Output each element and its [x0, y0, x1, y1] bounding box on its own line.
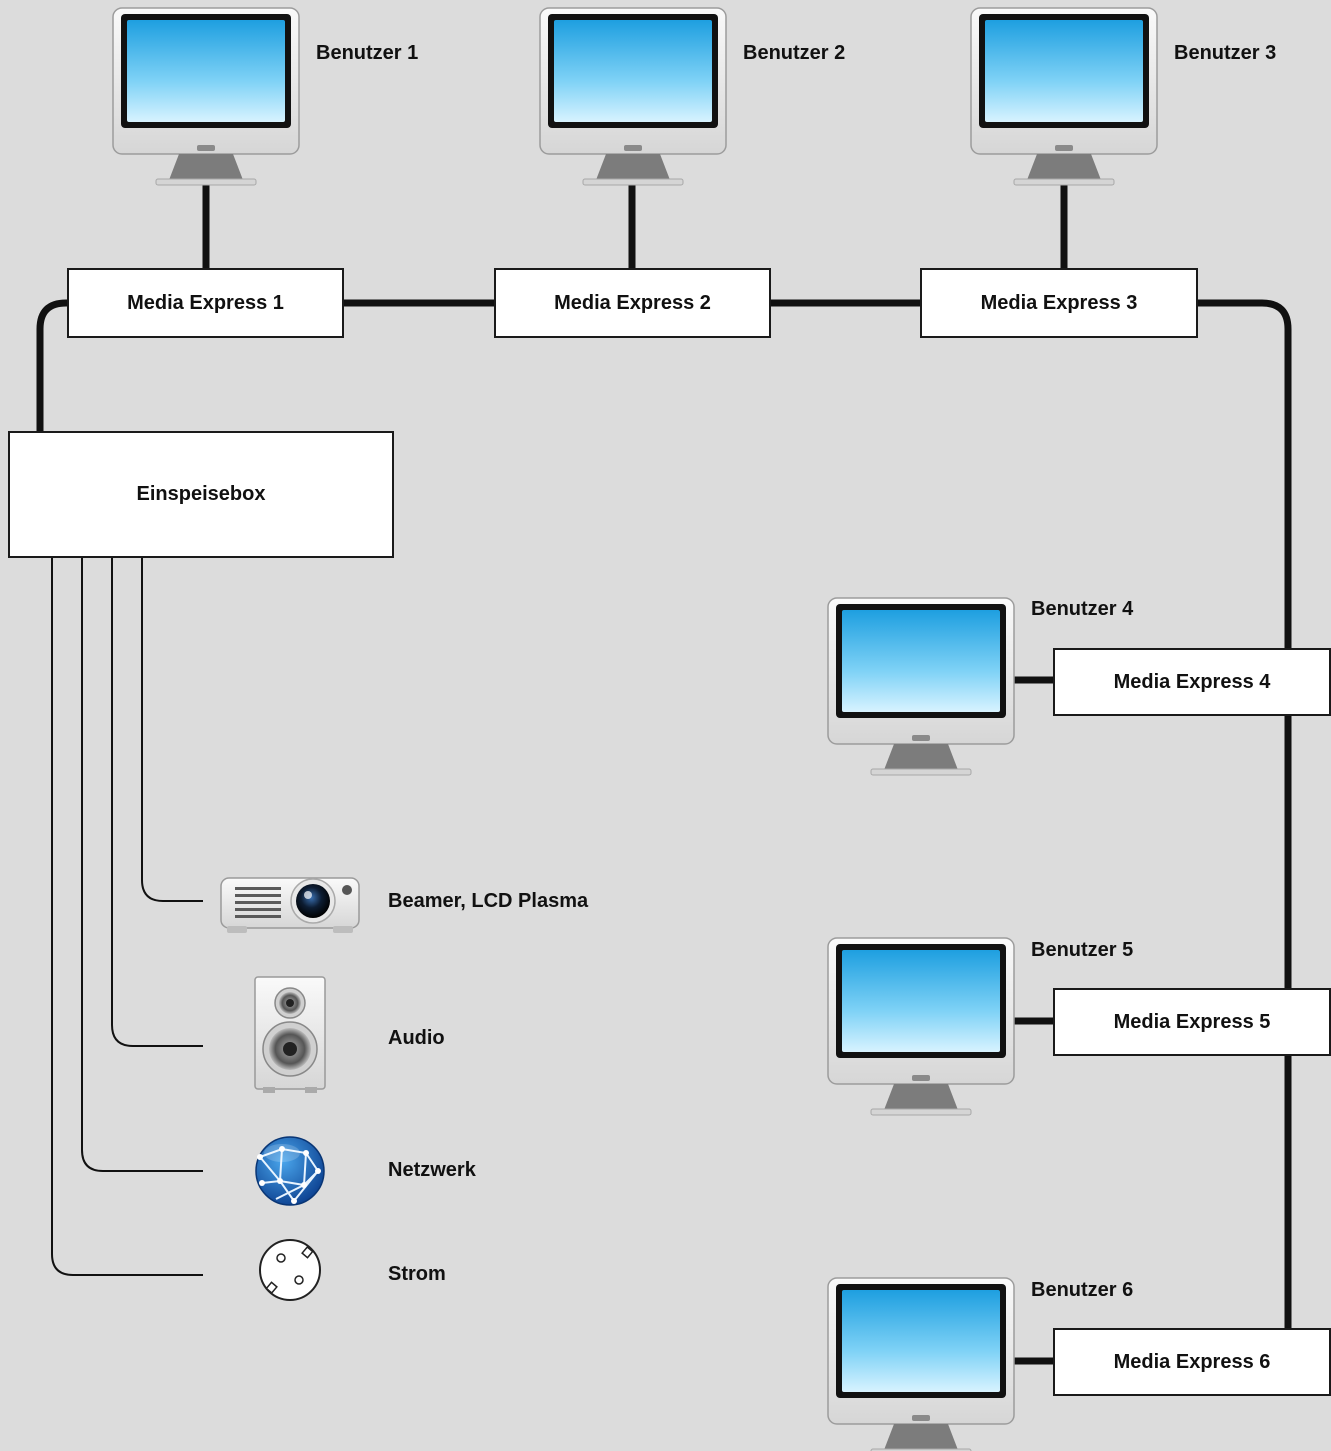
- power-socket-icon: [259, 1239, 321, 1301]
- user-2-label: Benutzer 2: [743, 42, 846, 64]
- link-me3-ring: [1197, 299, 1292, 668]
- media-express-2-label: Media Express 2: [554, 291, 711, 314]
- media-express-6-label: Media Express 6: [1113, 1350, 1271, 1373]
- user-5-label: Benutzer 5: [1031, 939, 1134, 961]
- output-network-label: Netzwerk: [388, 1159, 476, 1181]
- speaker-icon: [254, 976, 326, 1093]
- media-express-2-box: Media Express 2: [494, 268, 771, 338]
- media-express-4-label: Media Express 4: [1113, 670, 1271, 693]
- monitor-icon: [827, 937, 1015, 1116]
- output-audio-label: Audio: [388, 1027, 445, 1049]
- user-1-label: Benutzer 1: [316, 42, 419, 64]
- monitor-icon: [827, 597, 1015, 776]
- media-express-1-label: Media Express 1: [127, 291, 284, 314]
- line-network: [81, 557, 203, 1172]
- user-4-label: Benutzer 4: [1031, 598, 1134, 620]
- monitor-icon: [827, 1277, 1015, 1451]
- link-me1-feedbox: [36, 299, 69, 433]
- ring-network: [36, 183, 1292, 1365]
- output-beamer-label: Beamer, LCD Plasma: [388, 890, 589, 912]
- media-express-3-box: Media Express 3: [920, 268, 1198, 338]
- output-lines: [51, 557, 203, 1276]
- monitor-icon: [539, 7, 727, 186]
- projector-icon: [220, 877, 360, 933]
- media-express-5-box: Media Express 5: [1053, 988, 1331, 1056]
- output-power-label: Strom: [388, 1263, 446, 1285]
- user-3-label: Benutzer 3: [1174, 42, 1277, 64]
- feed-box: Einspeisebox: [8, 431, 394, 558]
- media-express-3-label: Media Express 3: [980, 291, 1138, 314]
- feed-box-label: Einspeisebox: [136, 483, 266, 505]
- user-6-label: Benutzer 6: [1031, 1279, 1134, 1301]
- line-beamer: [141, 557, 203, 902]
- monitor-icon: [970, 7, 1158, 186]
- line-power: [51, 557, 203, 1276]
- line-audio: [111, 557, 203, 1047]
- network-globe-icon: [255, 1136, 325, 1206]
- media-express-4-box: Media Express 4: [1053, 648, 1331, 716]
- media-express-1-box: Media Express 1: [67, 268, 344, 338]
- monitor-icon: [112, 7, 300, 186]
- media-express-6-box: Media Express 6: [1053, 1328, 1331, 1396]
- media-express-5-label: Media Express 5: [1113, 1010, 1271, 1033]
